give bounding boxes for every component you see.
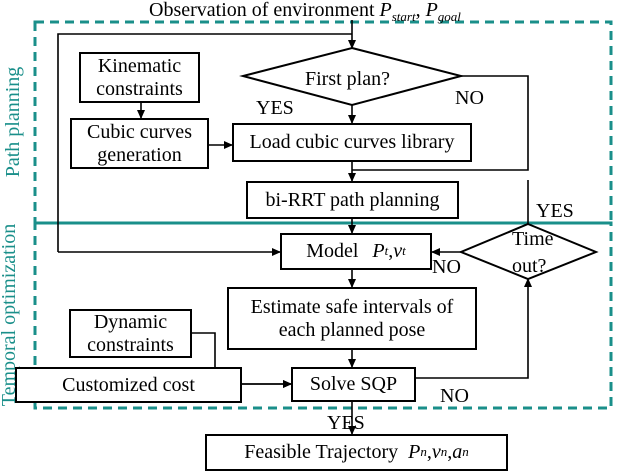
edge-label-no-sqp: NO [440, 385, 469, 407]
edge-label-yes-timeout: YES [536, 200, 574, 222]
section-label-path-planning: Path planning [2, 66, 24, 178]
an-subscript: n [462, 444, 469, 460]
load-library-label: Load cubic curves library [249, 131, 455, 153]
pn-symbol: P [408, 441, 421, 463]
comma: , [447, 441, 453, 463]
estimate-line1: Estimate safe intervals of [250, 295, 454, 318]
edge-label-no-first: NO [455, 87, 484, 109]
edge-loop-left-to-top [57, 33, 352, 252]
customized-cost-box: Customized cost [15, 367, 242, 403]
comma: , [426, 441, 432, 463]
timeout-label-line1: Time [512, 228, 554, 250]
dynamic-constraints-box: Dynamic constraints [69, 309, 192, 358]
p-goal-symbol: P [425, 0, 438, 21]
edge-label-yes-first: YES [256, 97, 294, 119]
feasible-label: Feasible Trajectory [244, 441, 399, 463]
model-label: Model [306, 240, 359, 262]
observation-text: Observation of environment [149, 0, 375, 21]
solve-sqp-box: Solve SQP [291, 367, 416, 402]
timeout-decision [458, 222, 599, 281]
first-plan-decision [239, 46, 465, 107]
p-goal-subscript: goal [437, 9, 461, 24]
comma: , [415, 0, 426, 21]
estimate-line2: each planned pose [278, 318, 426, 341]
temporal-optimization-section-border [33, 221, 613, 410]
estimate-safe-intervals-box: Estimate safe intervals of each planned … [227, 287, 477, 350]
kinematic-line1: Kinematic [97, 54, 182, 77]
edge-label-yes-sqp: YES [327, 412, 365, 434]
kinematic-constraints-box: Kinematic constraints [79, 52, 200, 103]
comma: , [388, 240, 394, 262]
pt-symbol: P [372, 240, 385, 262]
cubic-gen-line1: Cubic curves [87, 120, 192, 143]
solve-sqp-label: Solve SQP [309, 373, 398, 395]
edge-sqp-no [416, 278, 532, 379]
load-cubic-library-box: Load cubic curves library [232, 123, 472, 162]
edge-firstplan-no [352, 75, 529, 171]
cubic-gen-line2: generation [97, 143, 182, 166]
pn-subscript: n [420, 444, 427, 460]
vt-subscript: t [402, 243, 406, 259]
timeout-label-line2: out? [512, 255, 547, 277]
vt-symbol: v [393, 240, 403, 262]
customized-cost-label: Customized cost [62, 373, 195, 396]
dynamic-line1: Dynamic [93, 310, 168, 333]
an-symbol: a [452, 441, 463, 463]
vn-symbol: v [431, 441, 441, 463]
birrt-planning-box: bi-RRT path planning [246, 181, 459, 219]
kinematic-line2: constraints [96, 77, 183, 100]
observation-label: Observation of environment Pstart, Pgoal [149, 0, 461, 23]
pt-subscript: t [384, 243, 389, 259]
vn-subscript: n [440, 444, 448, 460]
dynamic-line2: constraints [87, 333, 174, 356]
p-start-subscript: start [391, 9, 416, 24]
p-start-symbol: P [379, 0, 392, 21]
cubic-curves-generation-box: Cubic curves generation [70, 118, 209, 169]
birrt-label: bi-RRT path planning [265, 188, 440, 211]
edge-label-no-timeout: NO [432, 256, 461, 278]
first-plan-label: First plan? [305, 68, 390, 90]
